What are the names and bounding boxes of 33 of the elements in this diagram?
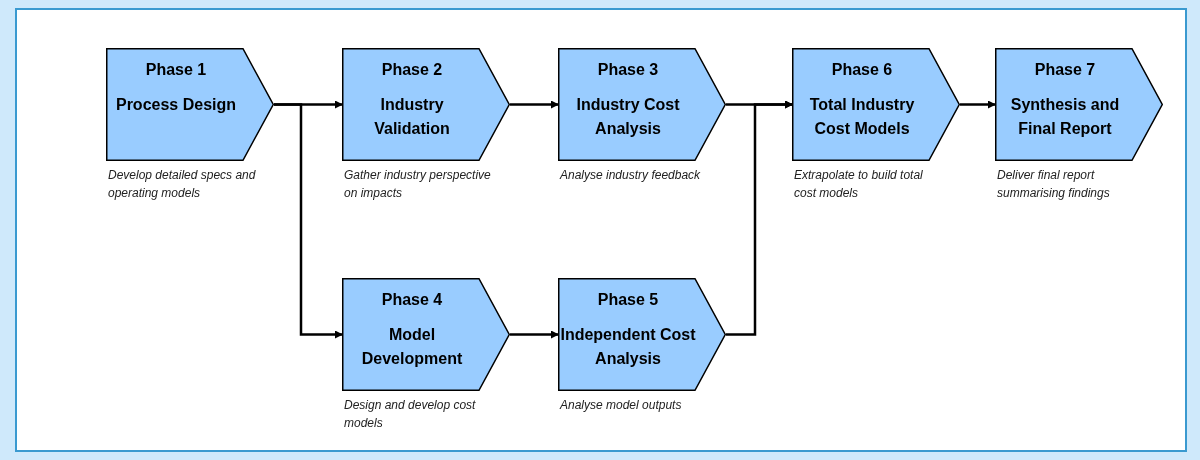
phase-chevron — [995, 48, 1163, 161]
phase-description: Deliver final report summarising findings — [997, 167, 1111, 202]
phase-number: Phase 2 — [381, 60, 443, 80]
phase-chevron — [558, 48, 726, 161]
phase-title: Process Design — [115, 95, 237, 115]
phase-title: Total Industry Cost Models — [808, 95, 916, 139]
phase-description: Analyse model outputs — [560, 397, 683, 414]
arrow — [274, 103, 343, 339]
phase-description: Gather industry perspective on impacts — [344, 167, 492, 202]
arrow — [726, 100, 793, 336]
phase-number: Phase 7 — [1034, 60, 1096, 80]
phase-number: Phase 3 — [597, 60, 659, 80]
phase-title: Model Development — [360, 325, 464, 369]
phase-chevron — [342, 48, 510, 161]
phase-chevron — [342, 278, 510, 391]
arrow — [510, 100, 559, 109]
phase-number: Phase 6 — [831, 60, 893, 80]
arrow — [960, 100, 996, 109]
phase-description: Analyse industry feedback — [560, 167, 702, 184]
phase-title: Industry Cost Analysis — [575, 95, 681, 139]
arrow — [510, 330, 559, 339]
phase-number: Phase 4 — [381, 290, 443, 310]
phase-number: Phase 5 — [597, 290, 659, 310]
phase-description: Extrapolate to build total cost models — [794, 167, 924, 202]
phase-chevron — [792, 48, 960, 161]
phase-chevron — [558, 278, 726, 391]
phase-description: Design and develop cost models — [344, 397, 477, 432]
phase-description: Develop detailed specs and operating models — [108, 167, 257, 202]
phase-title: Independent Cost Analysis — [559, 325, 697, 369]
phase-title: Industry Validation — [373, 95, 451, 139]
phase-chevron — [106, 48, 274, 161]
phase-number: Phase 1 — [145, 60, 207, 80]
phase-title: Synthesis and Final Report — [1009, 95, 1121, 139]
